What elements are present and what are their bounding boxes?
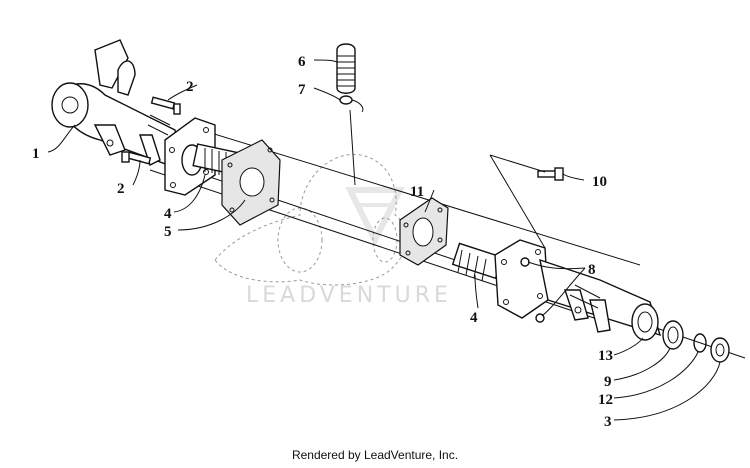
callout-4-left: 4 [164,206,172,222]
bearing-13 [662,320,684,350]
right-flange-plate [494,239,549,319]
retainer-ring-12 [693,333,707,353]
bolt-upper [150,96,181,115]
callout-7: 7 [298,82,306,98]
watermark-logo [345,187,405,247]
bolt-10 [537,167,564,181]
callout-2-lower: 2 [117,181,125,197]
callout-11: 11 [410,184,424,200]
callout-8: 8 [588,262,596,278]
callout-10: 10 [592,174,607,190]
callout-9: 9 [604,374,612,390]
breather-cap [336,43,356,94]
callout-13: 13 [598,348,613,364]
rendered-by-credit: Rendered by LeadVenture, Inc. [291,448,459,462]
callout-leaders [47,59,721,421]
callout-4-right: 4 [470,310,478,326]
breather-hose [339,95,364,113]
callout-5: 5 [164,224,172,240]
bolt-10-leader-v [489,154,546,249]
watermark-text: LEADVENTURE [246,283,452,308]
right-axle-housing [539,258,662,341]
left-flange-plate [164,117,216,196]
right-gasket [399,197,449,266]
left-gasket [221,139,281,226]
lock-nut-upper [520,257,530,267]
bolt-lower [121,151,152,165]
leadventure-watermark: LEADVENTURE [246,187,452,308]
callout-12: 12 [598,392,613,408]
callout-labels: 1 2 2 4 5 6 7 10 11 4 8 13 9 12 3 [32,54,613,430]
callout-3: 3 [604,414,612,430]
callout-6: 6 [298,54,306,70]
callout-2-upper: 2 [186,79,194,95]
seal-3 [710,337,730,363]
callout-1: 1 [32,146,40,162]
